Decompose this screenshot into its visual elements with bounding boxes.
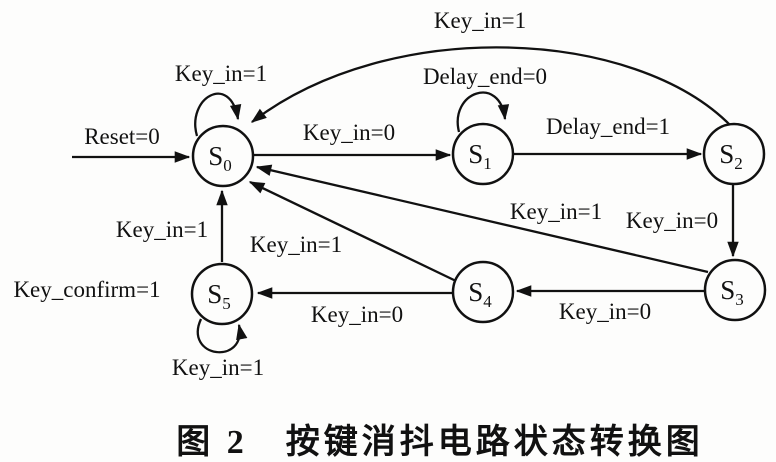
edge-s4-to-s0	[248, 180, 457, 283]
figure-caption: 图 2 按键消抖电路状态转换图	[176, 424, 704, 461]
edge-label-s0-loop: Key_in=1	[175, 61, 267, 86]
edge-label-s1-s2: Delay_end=1	[546, 114, 670, 139]
state-label-s5: S5	[207, 279, 231, 313]
edge-label-reset: Reset=0	[84, 124, 160, 149]
state-node-s2	[702, 122, 766, 186]
edge-label-s2-s3: Key_in=0	[626, 208, 718, 233]
edge-label-s2-s0: Key_in=1	[434, 8, 526, 33]
edge-label-s4-s0: Key_in=1	[250, 232, 342, 257]
state-label-s3: S3	[720, 275, 744, 309]
edge-label-s5-loop: Key_in=1	[172, 355, 264, 380]
edge-s0-self-loop	[194, 92, 242, 137]
edge-label-s0-s1: Key_in=0	[303, 120, 395, 145]
state-label-s2: S2	[719, 139, 743, 173]
state-node-s0	[191, 124, 255, 188]
state-node-s3	[703, 258, 767, 322]
state-label-s4: S4	[468, 277, 492, 311]
edge-s3-to-s0	[255, 164, 709, 274]
state-node-s5	[190, 262, 254, 326]
edge-s5-self-loop	[196, 318, 248, 354]
edge-label-s3-s0: Key_in=1	[510, 199, 602, 224]
state-label-s0: S0	[208, 141, 232, 175]
state-node-s1	[451, 122, 515, 186]
state-node-s4	[451, 260, 515, 324]
edge-label-s5-s0: Key_in=1	[116, 217, 208, 242]
edge-s2-to-s0	[250, 46, 732, 127]
edge-s1-self-loop	[456, 91, 510, 133]
s5-output-label: Key_confirm=1	[13, 277, 160, 302]
edge-label-s3-s4: Key_in=0	[559, 299, 651, 324]
state-label-s1: S1	[468, 139, 492, 173]
edge-label-s1-loop: Delay_end=0	[423, 64, 547, 89]
edge-label-s4-s5: Key_in=0	[311, 302, 403, 327]
